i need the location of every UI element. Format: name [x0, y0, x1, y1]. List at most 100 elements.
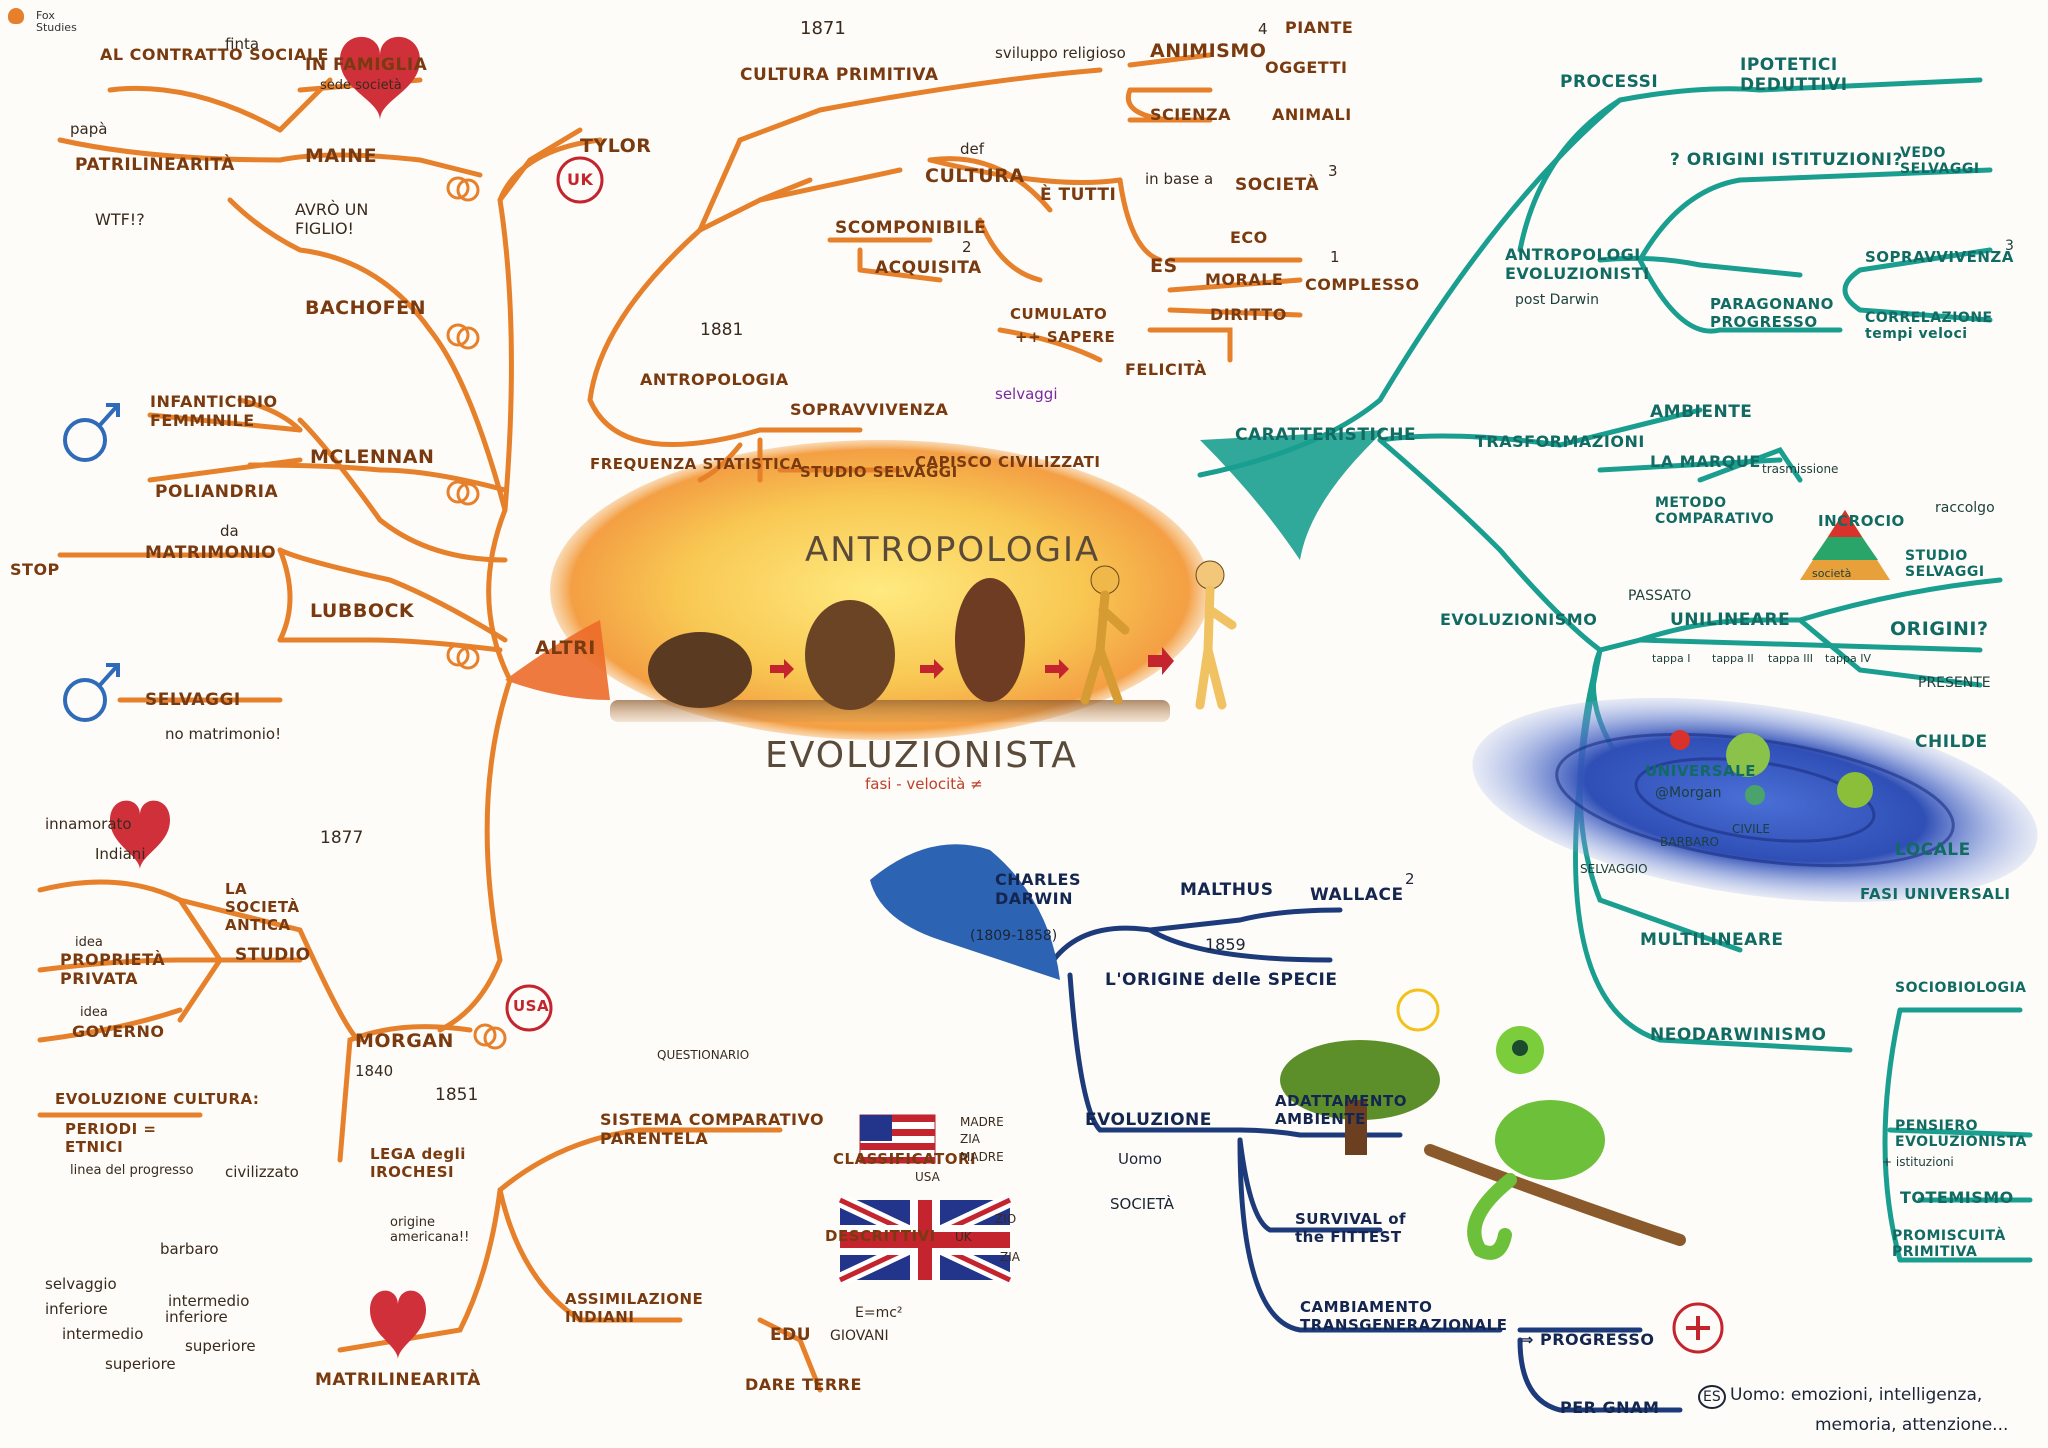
assimilazione-indiani: ASSIMILAZIONE INDIANI	[565, 1290, 704, 1326]
madre-2: MADRE	[960, 1150, 1004, 1164]
sede-societa: sede società	[320, 78, 402, 93]
descrittivi: DESCRITTIVI	[825, 1227, 936, 1245]
sopravvivenza-teal: SOPRAVVIVENZA	[1865, 248, 2014, 266]
frequenza-statistica: FREQUENZA STATISTICA	[590, 455, 803, 473]
felicita: FELICITÀ	[1125, 360, 1207, 379]
dare-terre: DARE TERRE	[745, 1375, 862, 1394]
animali: ANIMALI	[1272, 105, 1352, 124]
antropologi-evoluzionisti: ANTROPOLOGI EVOLUZIONISTI	[1505, 245, 1650, 283]
morgan-label: MORGAN	[355, 1030, 454, 1052]
galaxy-illustration	[1472, 697, 2038, 903]
logo-line1: Fox	[36, 9, 55, 22]
tylor-label: TYLOR	[580, 135, 652, 157]
oggetti: OGGETTI	[1265, 58, 1348, 77]
fasi-universali: FASI UNIVERSALI	[1860, 885, 2011, 903]
cultura-primitiva: CULTURA PRIMITIVA	[740, 65, 939, 85]
selvaggi-note: selvaggi	[995, 385, 1058, 403]
acquisita-number: 2	[962, 238, 972, 256]
logo: Fox Studies	[8, 8, 77, 34]
sistema-comparativo: SISTEMA COMPARATIVO PARENTELA	[600, 1110, 825, 1148]
formula-board: E=mc²	[855, 1305, 903, 1321]
incrocio: INCROCIO	[1818, 512, 1905, 530]
classificatori: CLASSIFICATORI	[833, 1150, 977, 1168]
evoluzione-blue: EVOLUZIONE	[1085, 1110, 1212, 1130]
usa-small: USA	[915, 1170, 940, 1184]
lega-irochesi: LEGA degli IROCHESI	[370, 1145, 466, 1181]
infanticidio-femminile: INFANTICIDIO FEMMINILE	[150, 392, 278, 430]
processi: PROCESSI	[1560, 72, 1659, 92]
matrimonio: MATRIMONIO	[145, 543, 277, 563]
morgan-year-1877: 1877	[320, 828, 364, 848]
blue-year-1859: 1859	[1205, 935, 1246, 954]
evoluzione-cultura: EVOLUZIONE CULTURA:	[55, 1090, 260, 1108]
evolution-figures	[648, 560, 1237, 710]
central-illustration	[505, 440, 1237, 740]
civile: CIVILE	[1732, 822, 1770, 836]
def-label: def	[960, 140, 985, 158]
proprieta-privata: PROPRIETÀ PRIVATA	[60, 950, 166, 988]
tappa-3: tappa III	[1768, 652, 1813, 665]
societa-antica: LA SOCIETÀ ANTICA	[225, 880, 300, 934]
barbaro-morgan: barbaro	[160, 1240, 219, 1258]
sapere: ++ SAPERE	[1015, 328, 1116, 346]
stop-label: STOP	[10, 560, 60, 579]
scienza: SCIENZA	[1150, 105, 1232, 124]
sviluppo-religioso: sviluppo religioso	[995, 44, 1126, 62]
multilineare: MULTILINEARE	[1640, 930, 1784, 950]
raccolgo: raccolgo	[1935, 500, 1995, 516]
totemismo: TOTEMISMO	[1900, 1188, 2014, 1207]
blue-branches	[1047, 907, 1683, 1413]
al-contratto-sociale: AL CONTRATTO SOCIALE	[100, 45, 329, 64]
passato: PASSATO	[1628, 588, 1692, 604]
evoluzionismo: EVOLUZIONISMO	[1440, 610, 1598, 629]
studio-selvaggi: STUDIO SELVAGGI	[800, 463, 958, 481]
chameleon-illustration	[1280, 988, 1686, 1260]
logo-line2: Studies	[36, 21, 77, 34]
morgan-ref: @Morgan	[1655, 785, 1722, 801]
societa-blue: SOCIETÀ	[1110, 1195, 1174, 1213]
center-note: fasi - velocità ≠	[865, 775, 983, 793]
patrilinearita: PATRILINEARITÀ	[75, 155, 235, 175]
vedo-selvaggi: VEDO SELVAGGI	[1900, 145, 1980, 177]
capisco-civilizzati: CAPISCO CIVILIZZATI	[915, 453, 1101, 471]
eco-label: ECO	[1230, 228, 1268, 247]
innamorato-note: innamorato	[45, 815, 132, 833]
survival-fittest: SURVIVAL of the FITTEST	[1295, 1210, 1407, 1246]
giovani-note: GIOVANI	[830, 1328, 889, 1344]
da-note: da	[220, 522, 239, 540]
uomo-blue: Uomo	[1118, 1150, 1162, 1168]
caratteristiche: CARATTERISTICHE	[1235, 425, 1417, 445]
origine-specie: L'ORIGINE delle SPECIE	[1105, 970, 1338, 990]
center-subtitle: EVOLUZIONISTA	[765, 735, 1078, 776]
teal-wedge	[1200, 430, 1385, 560]
orange-branches	[37, 52, 1303, 1393]
adattamento-ambiente: ADATTAMENTO AMBIENTE	[1275, 1092, 1407, 1128]
ambiente-teal: AMBIENTE	[1650, 402, 1753, 422]
inferiore-2: inferiore	[165, 1308, 228, 1326]
societa: SOCIETÀ	[1235, 175, 1320, 195]
chain-links	[446, 176, 507, 1050]
figlio-bubble: AVRÒ UN FIGLIO!	[295, 200, 369, 238]
selvaggio-morgan: selvaggio	[45, 1275, 117, 1293]
origine-americana: origine americana!!	[390, 1215, 470, 1245]
tappa-4: tappa IV	[1825, 652, 1872, 665]
sociobiologia: SOCIOBIOLOGIA	[1895, 980, 2027, 996]
zio-label: ZIO	[995, 1212, 1017, 1226]
progresso: ⇒ PROGRESSO	[1520, 1330, 1655, 1349]
promiscuita-primitiva: PROMISCUITÀ PRIMITIVA	[1892, 1228, 2006, 1260]
origini-istituzioni: ? ORIGINI ISTITUZIONI?	[1670, 150, 1903, 170]
cultura: CULTURA	[925, 165, 1025, 187]
trasmissione: trasmissione	[1762, 462, 1839, 476]
piante: PIANTE	[1285, 18, 1354, 37]
selvaggio-teal: SELVAGGIO	[1580, 862, 1648, 876]
civilizzato: civilizzato	[225, 1163, 299, 1181]
paragonano-progresso: PARAGONANO PROGRESSO	[1710, 295, 1834, 331]
es-circle: ES	[1698, 1385, 1726, 1409]
sopravvivenza: SOPRAVVIVENZA	[790, 400, 949, 419]
cumulato: CUMULATO	[1010, 305, 1108, 323]
linea-progresso: linea del progresso	[70, 1163, 194, 1178]
questionario-label: QUESTIONARIO	[657, 1048, 750, 1062]
maine-label: MAINE	[305, 145, 378, 167]
finta-sign: finta	[225, 35, 260, 53]
